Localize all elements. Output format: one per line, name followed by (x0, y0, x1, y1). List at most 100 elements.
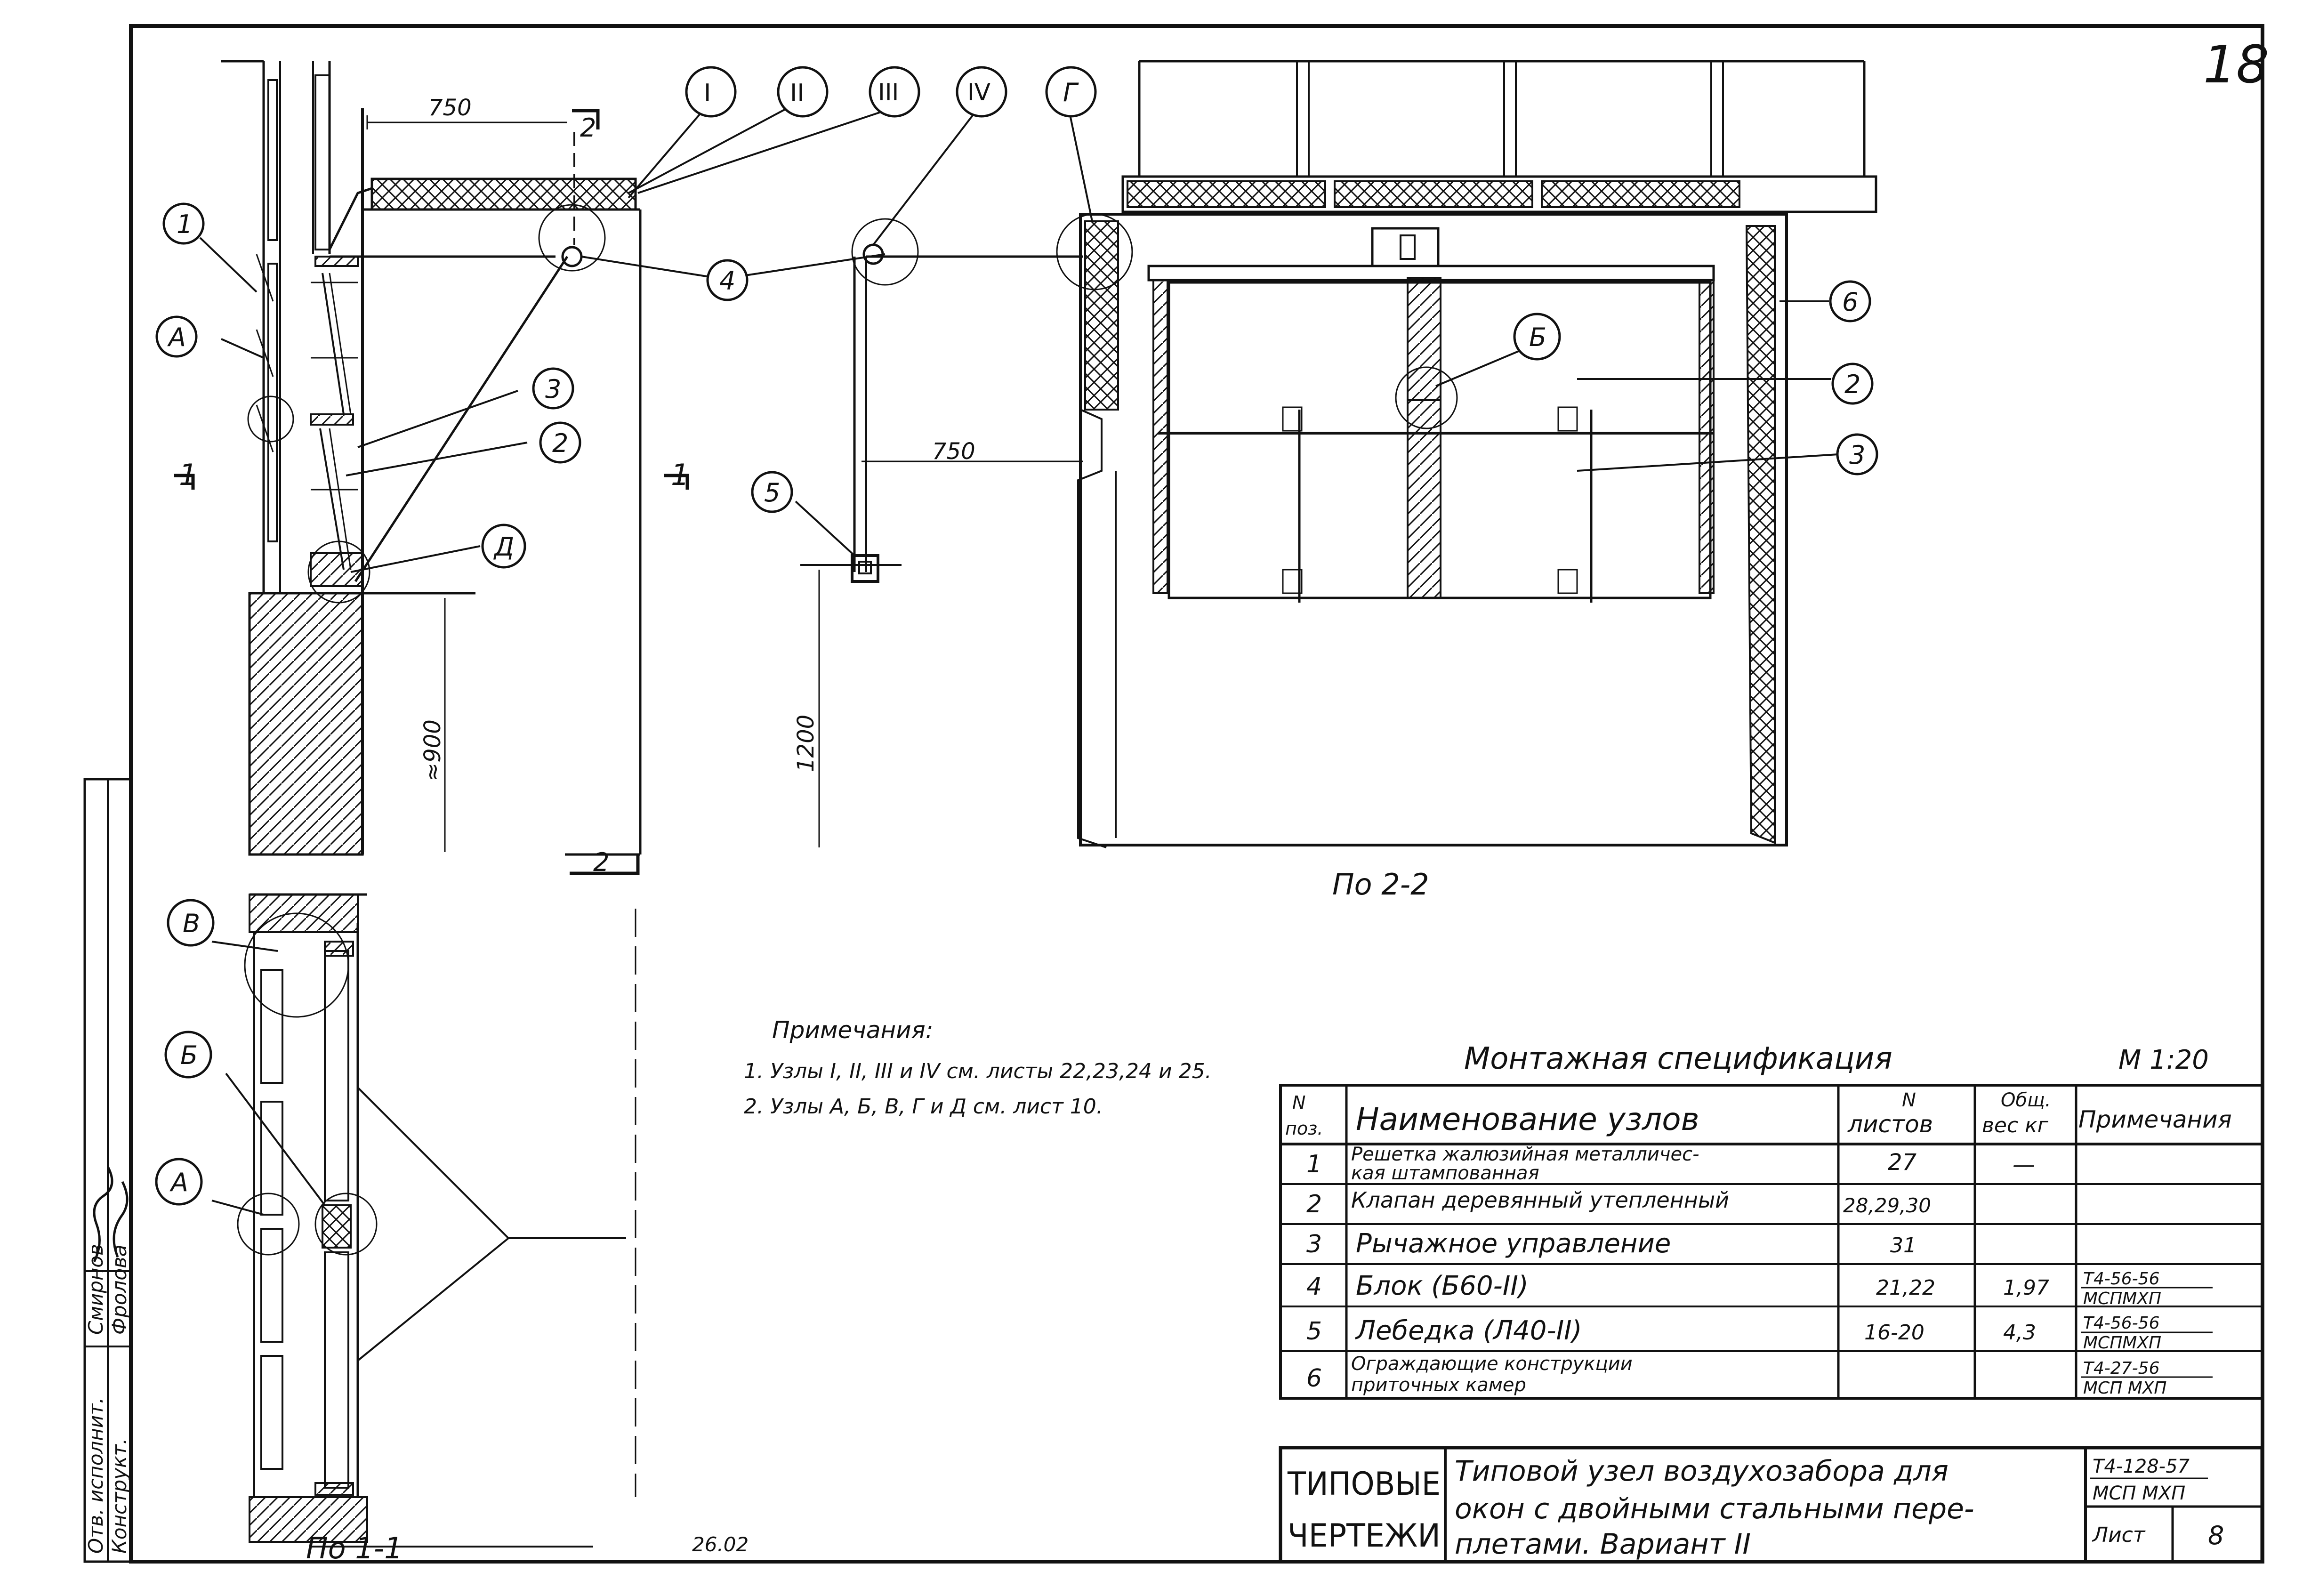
callout-G: Г (1045, 66, 1097, 118)
node-B-circle (1395, 366, 1458, 429)
hdr-name: Наименование узлов (1356, 1101, 1699, 1137)
svg-text:31: 31 (1890, 1233, 1916, 1257)
section-2-2-label: По 2-2 (1332, 867, 1429, 902)
node-II-circle (538, 204, 606, 272)
cut-1-right: 1 (671, 458, 689, 492)
spec-table: Монтажная спецификация М 1:20 N поз. Наи… (1279, 1041, 2263, 1400)
callout-B-bottom: Б (164, 1031, 212, 1079)
tb-sheet-label: Лист (2092, 1523, 2146, 1547)
tb-org-1: ТИПОВЫЕ (1287, 1466, 1441, 1503)
svg-text:Блок (Б60-II): Блок (Б60-II) (1356, 1271, 1529, 1301)
callout-A-top: А (155, 315, 198, 358)
dim-900: ≈900 (419, 719, 446, 782)
svg-text:1,97: 1,97 (2003, 1276, 2049, 1300)
sheet-number: 18 (2203, 34, 2269, 95)
svg-text:А: А (169, 1168, 188, 1197)
section-2-2-view (1077, 60, 1877, 848)
side-stamp: Отв. исполнит. Смирнов Конструкт. Фролов… (83, 778, 132, 1563)
svg-text:Д: Д (493, 532, 514, 562)
tb-code-1: Т4-128-57 (2093, 1456, 2190, 1477)
spec-row: 1 Решетка жалюзийная металличес- кая шта… (1306, 1144, 2035, 1184)
hdr-sheets: листов (1847, 1111, 1933, 1138)
section-1-1-label: По 1-1 (306, 1531, 403, 1565)
svg-text:МСПМХП: МСПМХП (2083, 1289, 2161, 1308)
notes-title: Примечания: (772, 1016, 934, 1044)
svg-text:3: 3 (1306, 1230, 1322, 1258)
callout-II: II (777, 66, 829, 118)
node-IV-circle (851, 218, 919, 286)
node-A-circle (247, 395, 294, 443)
notes-line-2: 2. Узлы А, Б, В, Г и Д см. лист 10. (744, 1095, 1103, 1119)
callout-A-bottom: А (155, 1158, 203, 1206)
tb-desc-3: плетами. Вариант II (1455, 1528, 1751, 1561)
tb-sheet-no: 8 (2208, 1521, 2224, 1550)
hdr-note: Примечания (2078, 1106, 2232, 1133)
callout-1: 1 (162, 202, 205, 245)
spec-row: 4 Блок (Б60-II) 21,22 1,97 Т4-56-56 МСПМ… (1306, 1269, 2161, 1308)
winch-view (800, 243, 1083, 847)
stamp-role-1: Отв. исполнит. (84, 1397, 107, 1554)
notes-line-1: 1. Узлы I, II, III и IV см. листы 22,23,… (744, 1059, 1212, 1083)
svg-text:2: 2 (552, 428, 568, 458)
svg-text:Клапан деревянный утепленный: Клапан деревянный утепленный (1351, 1187, 1729, 1213)
svg-text:4: 4 (1306, 1273, 1322, 1301)
signature-icon (93, 1167, 129, 1263)
svg-text:Лебедка (Л40-II): Лебедка (Л40-II) (1355, 1315, 1582, 1346)
svg-text:Т4-56-56: Т4-56-56 (2083, 1314, 2160, 1333)
dim-750-mid: 750 (932, 438, 975, 465)
callout-I: I (685, 66, 737, 118)
hdr-weight-top: Общ. (2001, 1089, 2051, 1111)
tb-desc-2: окон с двойными стальными пере- (1455, 1492, 1974, 1525)
svg-text:5: 5 (1306, 1317, 1322, 1346)
svg-text:6: 6 (1306, 1364, 1322, 1393)
svg-text:6: 6 (1842, 287, 1858, 317)
spec-scale: М 1:20 (2118, 1045, 2209, 1075)
cut-1-left: 1 (179, 458, 197, 492)
callout-D: Д (481, 524, 526, 569)
svg-text:III: III (878, 79, 899, 106)
svg-text:28,29,30: 28,29,30 (1843, 1194, 1931, 1217)
svg-text:4,3: 4,3 (2003, 1321, 2036, 1345)
svg-text:4: 4 (719, 266, 735, 296)
svg-text:Т4-27-56: Т4-27-56 (2083, 1359, 2160, 1378)
svg-text:21,22: 21,22 (1876, 1276, 1935, 1300)
svg-text:Рычажное управление: Рычажное управление (1356, 1228, 1671, 1259)
hdr-weight: вес кг (1982, 1113, 2049, 1137)
svg-text:16-20: 16-20 (1864, 1321, 1924, 1345)
svg-text:МСПМХП: МСПМХП (2083, 1333, 2161, 1353)
svg-text:В: В (183, 909, 200, 938)
tb-org-2: ЧЕРТЕЖИ (1288, 1517, 1441, 1555)
node-G-circle (1056, 213, 1133, 290)
dim-1200: 1200 (793, 715, 819, 772)
left-section-view (174, 60, 689, 875)
svg-text:27: 27 (1888, 1149, 1917, 1176)
callout-2b: 2 (1831, 363, 1874, 405)
node-D-circle (307, 540, 370, 604)
svg-text:Б: Б (180, 1040, 198, 1070)
spec-title: Монтажная спецификация (1464, 1041, 1892, 1076)
section-1-1-view (249, 893, 636, 1548)
svg-text:А: А (167, 322, 186, 352)
svg-text:МСП МХП: МСП МХП (2083, 1378, 2167, 1398)
title-block: ТИПОВЫЕ ЧЕРТЕЖИ Типовой узел воздухозабо… (1279, 1446, 2264, 1564)
callout-4: 4 (706, 259, 749, 301)
svg-text:3: 3 (545, 374, 561, 404)
callout-IV: IV (956, 66, 1007, 118)
svg-text:1: 1 (177, 210, 193, 239)
dim-750-top: 750 (428, 95, 472, 121)
hdr-pos-n: N (1292, 1092, 1305, 1113)
svg-text:приточных камер: приточных камер (1351, 1374, 1526, 1396)
date-label: 26.02 (692, 1533, 749, 1556)
svg-text:—: — (2013, 1152, 2035, 1178)
hdr-pos: поз. (1285, 1118, 1323, 1139)
svg-text:Б: Б (1529, 322, 1546, 352)
spec-row: 6 Ограждающие конструкции приточных каме… (1306, 1353, 2167, 1398)
callout-6: 6 (1829, 280, 1871, 322)
node-V-circle (244, 912, 349, 1018)
svg-text:I: I (704, 79, 711, 107)
svg-text:II: II (790, 79, 805, 107)
svg-text:IV: IV (967, 79, 990, 106)
callout-V-bottom: В (167, 899, 215, 947)
spec-row: 3 Рычажное управление 31 (1306, 1228, 1916, 1259)
